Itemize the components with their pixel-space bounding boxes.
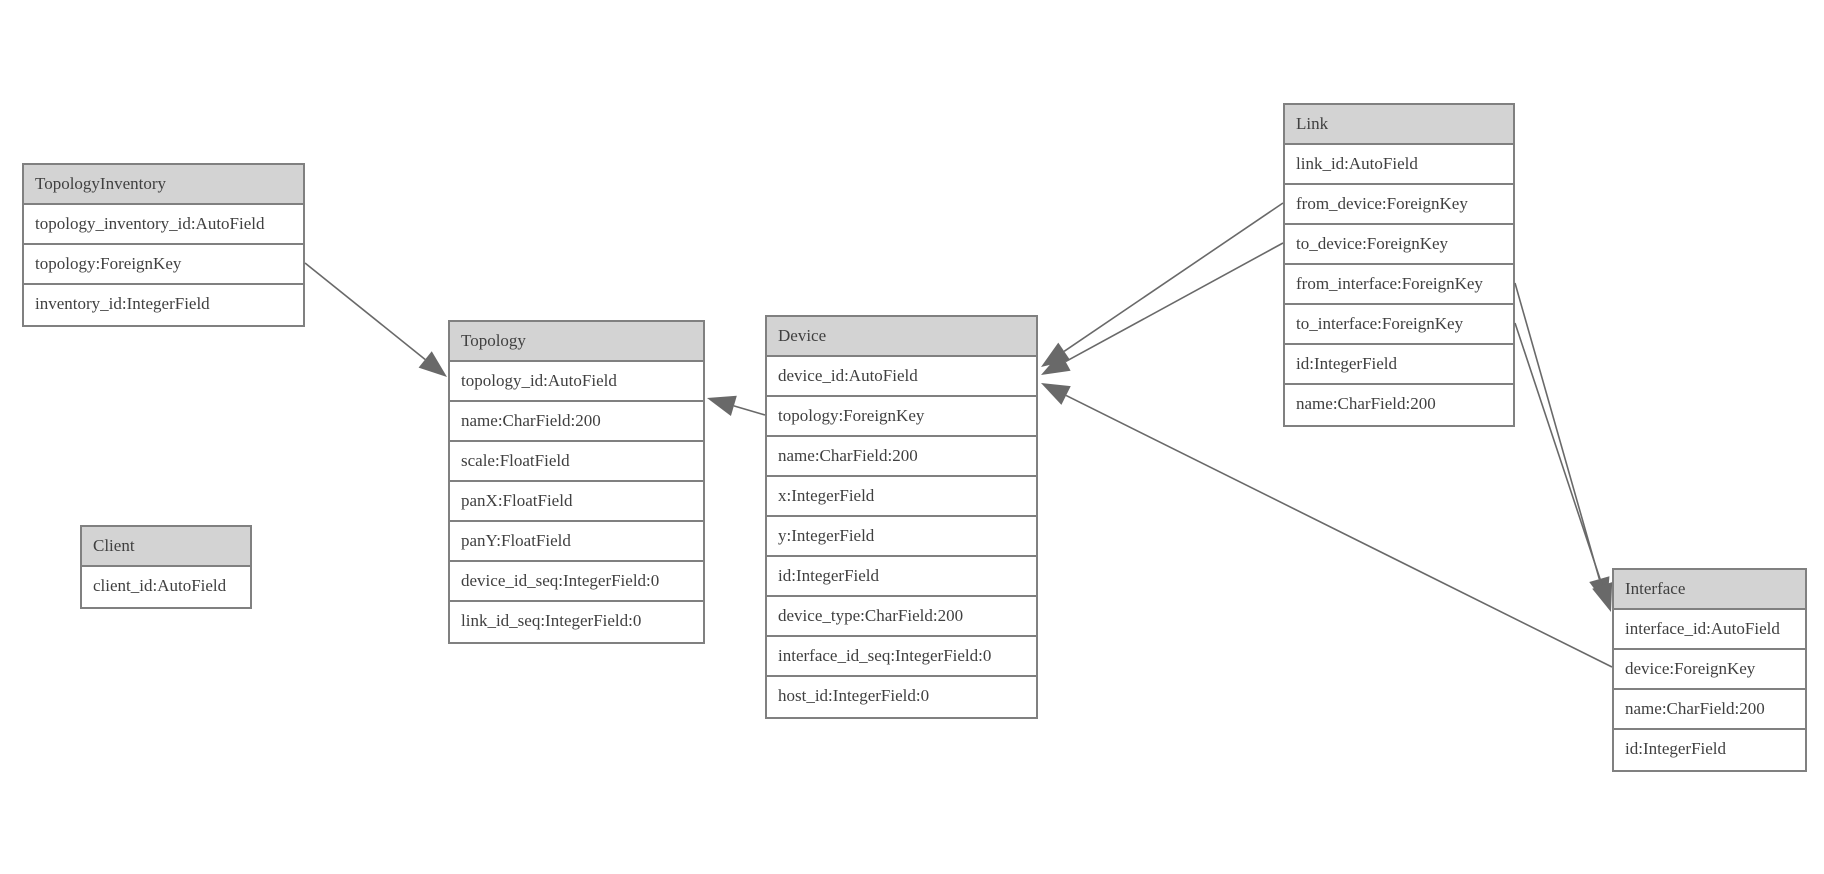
field-row: name:CharField:200 — [1285, 385, 1513, 425]
field-row: device_type:CharField:200 — [767, 597, 1036, 637]
field-row: interface_id_seq:IntegerField:0 — [767, 637, 1036, 677]
field-row: from_device:ForeignKey — [1285, 185, 1513, 225]
field-row: topology_id:AutoField — [450, 362, 703, 402]
field-row: name:CharField:200 — [1614, 690, 1805, 730]
field-row: scale:FloatField — [450, 442, 703, 482]
field-row: topology:ForeignKey — [24, 245, 303, 285]
table-header-interface: Interface — [1614, 570, 1805, 610]
field-row: panX:FloatField — [450, 482, 703, 522]
table-client: Client client_id:AutoField — [80, 525, 252, 609]
edge-link-to_device-to-device — [1065, 242, 1284, 363]
arrowhead-link-to_interface-to-interface — [1592, 582, 1613, 612]
edge-interface-device-to-device — [1065, 394, 1613, 668]
field-row: interface_id:AutoField — [1614, 610, 1805, 650]
edge-link-from_interface-to-interface — [1514, 282, 1601, 580]
field-row: device:ForeignKey — [1614, 650, 1805, 690]
field-row: client_id:AutoField — [82, 567, 250, 607]
field-row: to_interface:ForeignKey — [1285, 305, 1513, 345]
field-row: link_id_seq:IntegerField:0 — [450, 602, 703, 642]
edge-device-topology-to-topology — [733, 405, 766, 416]
field-row: name:CharField:200 — [450, 402, 703, 442]
field-row: name:CharField:200 — [767, 437, 1036, 477]
edge-link-from_device-to-device — [1063, 202, 1284, 352]
table-header-topology: Topology — [450, 322, 703, 362]
field-row: topology:ForeignKey — [767, 397, 1036, 437]
field-row: from_interface:ForeignKey — [1285, 265, 1513, 305]
field-row: id:IntegerField — [1614, 730, 1805, 770]
table-topologyinventory: TopologyInventory topology_inventory_id:… — [22, 163, 305, 327]
table-topology: Topology topology_id:AutoField name:Char… — [448, 320, 705, 644]
edge-link-to_interface-to-interface — [1514, 322, 1603, 586]
arrowhead-link-from_device-to-device — [1041, 342, 1071, 367]
arrowhead-device-topology-to-topology — [707, 395, 737, 416]
field-row: host_id:IntegerField:0 — [767, 677, 1036, 717]
field-row: x:IntegerField — [767, 477, 1036, 517]
edge-topologyinventory-topology-to-topology — [304, 262, 426, 361]
field-row: to_device:ForeignKey — [1285, 225, 1513, 265]
field-row: id:IntegerField — [767, 557, 1036, 597]
field-row: device_id:AutoField — [767, 357, 1036, 397]
arrowhead-topologyinventory-topology-to-topology — [418, 351, 447, 377]
field-row: y:IntegerField — [767, 517, 1036, 557]
arrowhead-interface-device-to-device — [1041, 383, 1071, 405]
field-row: id:IntegerField — [1285, 345, 1513, 385]
arrowhead-link-to_device-to-device — [1041, 352, 1071, 375]
field-row: topology_inventory_id:AutoField — [24, 205, 303, 245]
table-link: Link link_id:AutoField from_device:Forei… — [1283, 103, 1515, 427]
table-interface: Interface interface_id:AutoField device:… — [1612, 568, 1807, 772]
field-row: inventory_id:IntegerField — [24, 285, 303, 325]
table-header-client: Client — [82, 527, 250, 567]
field-row: link_id:AutoField — [1285, 145, 1513, 185]
table-header-topologyinventory: TopologyInventory — [24, 165, 303, 205]
arrowhead-link-from_interface-to-interface — [1589, 576, 1610, 606]
table-device: Device device_id:AutoField topology:Fore… — [765, 315, 1038, 719]
field-row: device_id_seq:IntegerField:0 — [450, 562, 703, 602]
table-header-link: Link — [1285, 105, 1513, 145]
table-header-device: Device — [767, 317, 1036, 357]
field-row: panY:FloatField — [450, 522, 703, 562]
